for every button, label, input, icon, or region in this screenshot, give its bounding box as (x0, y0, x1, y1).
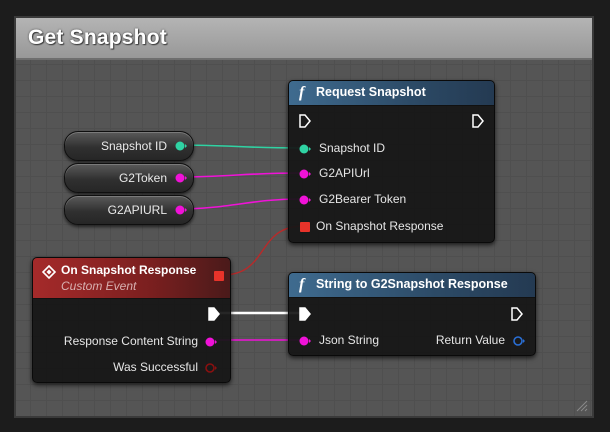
event-title: On Snapshot Response (61, 263, 197, 277)
function-icon: f (299, 276, 305, 293)
output-pin-icon[interactable] (175, 173, 187, 183)
delegate-output-pin-icon[interactable] (214, 271, 224, 281)
output-label-response-content-string: Response Content String (63, 334, 198, 348)
output-label-was-successful: Was Successful (113, 360, 198, 374)
node-title: Request Snapshot (316, 85, 426, 99)
variable-label: Snapshot ID (100, 139, 167, 153)
variable-label: G2Token (118, 171, 167, 185)
exec-input-pin-icon[interactable] (299, 307, 311, 321)
variable-label: G2APIURL (107, 203, 167, 217)
input-label-on-snapshot-response: On Snapshot Response (316, 219, 444, 233)
input-pin-icon[interactable] (299, 169, 311, 179)
request-snapshot-node[interactable]: f Request Snapshot Snapshot ID G2APIUrl … (288, 80, 495, 243)
node-title: String to G2Snapshot Response (316, 277, 508, 291)
output-pin-icon[interactable] (175, 141, 187, 151)
input-pin-icon[interactable] (299, 195, 311, 205)
input-label-snapshot-id: Snapshot ID (319, 141, 386, 155)
custom-event-node[interactable]: On Snapshot Response Custom Event Respon… (32, 257, 231, 383)
variable-node-g2token[interactable]: G2Token (64, 163, 194, 193)
comment-title: Get Snapshot (28, 26, 167, 49)
variable-node-g2apiurl[interactable]: G2APIURL (64, 195, 194, 225)
comment-header[interactable]: Get Snapshot (16, 18, 592, 60)
input-label-g2bearer-token: G2Bearer Token (319, 192, 407, 206)
function-icon: f (299, 84, 305, 101)
node-header[interactable]: f Request Snapshot (289, 81, 494, 106)
output-pin-icon[interactable] (205, 337, 217, 347)
input-pin-icon[interactable] (299, 336, 311, 346)
struct-output-pin-icon[interactable] (513, 336, 525, 346)
output-pin-icon[interactable] (175, 205, 187, 215)
event-header[interactable]: On Snapshot Response Custom Event (33, 258, 230, 299)
input-label-json-string: Json String (319, 333, 380, 347)
input-pin-icon[interactable] (299, 144, 311, 154)
event-diamond-icon (42, 265, 56, 279)
exec-output-pin-icon[interactable] (511, 307, 523, 321)
delegate-input-pin-icon[interactable] (300, 222, 310, 232)
exec-input-pin-icon[interactable] (299, 114, 311, 128)
input-label-g2apiurl: G2APIUrl (319, 166, 370, 180)
variable-node-snapshot-id[interactable]: Snapshot ID (64, 131, 194, 161)
string-to-snapshot-node[interactable]: f String to G2Snapshot Response Json Str… (288, 272, 536, 356)
node-header[interactable]: f String to G2Snapshot Response (289, 273, 535, 298)
event-subtitle: Custom Event (61, 279, 137, 293)
bool-output-pin-icon[interactable] (205, 363, 217, 373)
exec-output-pin-icon[interactable] (208, 307, 220, 321)
exec-output-pin-icon[interactable] (472, 114, 484, 128)
resize-grip-icon[interactable] (576, 400, 588, 412)
output-label-return-value: Return Value (435, 333, 505, 347)
